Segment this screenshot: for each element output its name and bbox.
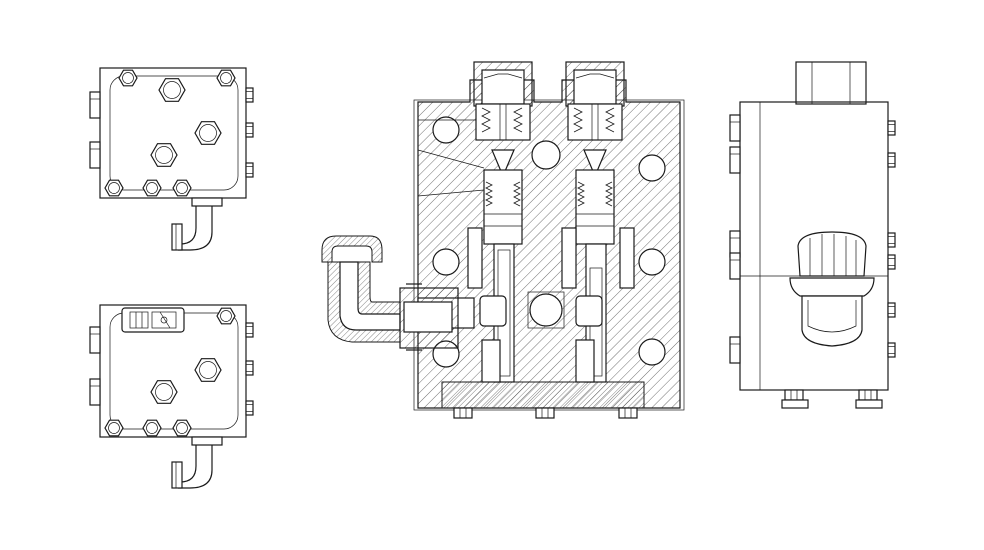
valve-block-top-view-icon (89, 67, 254, 251)
valve-block-cross-section-icon (321, 61, 685, 419)
knob-icon (789, 231, 875, 347)
left-valve-cap (473, 61, 533, 245)
top-view-lower (89, 304, 254, 489)
front-section-view (321, 61, 685, 419)
side-view (729, 61, 896, 409)
valve-block-side-view-icon (729, 61, 896, 409)
connector-icon (121, 307, 185, 333)
inlet-elbow-fitting (321, 235, 459, 351)
right-valve-cap (565, 61, 625, 245)
top-view-upper (89, 67, 254, 251)
valve-block-top-view-with-connector-icon (89, 304, 254, 489)
